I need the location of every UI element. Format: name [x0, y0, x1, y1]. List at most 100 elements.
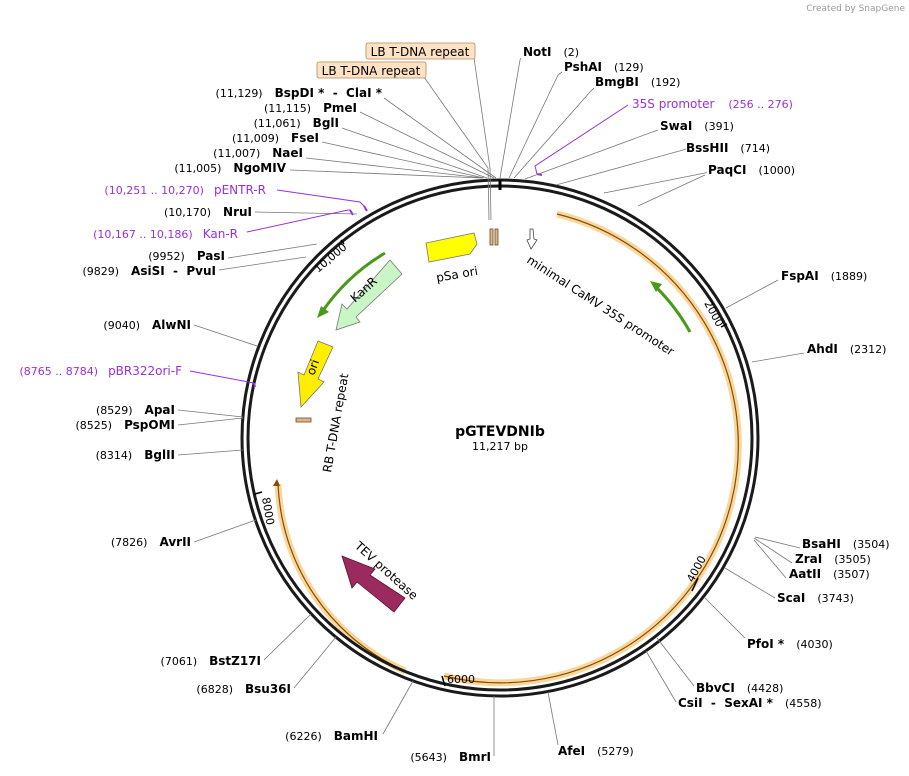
connector-ZraI [753, 537, 793, 564]
connector-primer-pENTR [276, 189, 365, 207]
connectors-right [499, 57, 805, 746]
lb-repeat-mark-2 [494, 228, 499, 246]
site-AatII: AatII(3507) [789, 567, 870, 581]
pSa-ori-label: pSa ori [435, 264, 479, 285]
connector-PmeI [359, 111, 495, 179]
site-PaqCI: PaqCI(1000) [708, 163, 795, 177]
site-PspOMI: (8525)PspOMI [75, 418, 175, 432]
connector-ScaI [724, 567, 776, 599]
site-BglI: (11,061)BglI [254, 116, 339, 130]
site-labels-left: (11,129)BspDI * - ClaI * (11,115)PmeI (1… [75, 86, 491, 764]
TEV-protease-arrow [341, 555, 406, 613]
primer-35S: 35S promoter(256 .. 276) [632, 97, 793, 111]
connector-PspOMI [177, 417, 244, 426]
connector-PaqCI-b [637, 174, 706, 207]
site-PshAI: PshAI(129) [564, 60, 644, 74]
lb-box-1-label: LB T-DNA repeat [371, 45, 470, 59]
site-PasI: (9952)PasI [148, 249, 225, 263]
tick-6000 [441, 675, 446, 687]
connectors-lb [423, 57, 492, 221]
primer-mark-pENTR [363, 205, 368, 212]
connector-AatII [753, 539, 787, 579]
connector-AlwNI [193, 324, 258, 347]
KanR-arrow [335, 259, 403, 331]
connector-AhdI [751, 352, 805, 363]
highlight-arcs-core [277, 213, 739, 684]
connector-PaqCI [603, 171, 708, 194]
connector-NruI [254, 211, 358, 215]
plasmid-name: pGTEVDNIb [455, 424, 545, 440]
connectors-left [177, 97, 497, 756]
site-BglII: (8314)BglII [96, 448, 175, 462]
connector-BamHI [382, 680, 414, 735]
site-AfeI: AfeI(5279) [558, 744, 634, 758]
site-AvrII: (7826)AvrII [111, 535, 191, 549]
site-BamHI: (6226)BamHI [285, 729, 378, 743]
connector-BsaHI [754, 536, 801, 549]
site-PmeI: (11,115)PmeI [264, 101, 357, 115]
connector-primer-KanR [246, 209, 350, 233]
connector-lb-1 [473, 57, 492, 221]
connector-AfeI [547, 691, 559, 746]
tick-10000 [340, 239, 345, 245]
connector-BglII [177, 449, 244, 456]
primer-mark-pBR322 [253, 382, 256, 388]
connector-NaeI [305, 157, 484, 179]
primer-labels: 35S promoter(256 .. 276) (10,251 .. 10,2… [20, 97, 793, 378]
highlight-arc-right-core [443, 213, 739, 684]
site-Bsu36I: (6828)Bsu36I [196, 682, 291, 696]
site-AlwNI: (9040)AlwNI [103, 318, 191, 332]
green-arrow-left-head [317, 306, 329, 318]
connector-ApaI [177, 409, 244, 418]
site-SwaI: SwaI(391) [660, 119, 734, 133]
site-BbvCI: BbvCI(4428) [696, 681, 783, 695]
ori-arrow [297, 340, 334, 408]
minimal-35S-arrow [526, 228, 538, 250]
green-arrow-left [320, 251, 386, 313]
connector-primer-pBR322 [189, 370, 255, 384]
connector-BstZ17I [263, 613, 312, 661]
site-BspDI-ClaI: (11,129)BspDI * - ClaI * [216, 86, 383, 100]
connector-PasI [227, 243, 318, 259]
primer-pENTR-R: (10,251 .. 10,270)pENTR-R [104, 183, 266, 197]
ticks [254, 239, 728, 687]
tick-label-6000: 6000 [447, 673, 475, 686]
site-FseI: (11,009)FseI [232, 131, 319, 145]
connector-BglI [341, 127, 488, 179]
connector-CsiI [645, 650, 677, 703]
lb-box-1 [365, 42, 476, 60]
credit-text: Created by SnapGene [806, 4, 905, 14]
connector-PshAI [508, 71, 563, 179]
rb-repeat-mark [295, 417, 312, 423]
lb-repeat-mark-1 [489, 228, 494, 246]
site-ScaI: ScaI(3743) [777, 591, 854, 605]
site-NotI: NotI(2) [523, 45, 579, 59]
connector-NgoMIV [289, 169, 483, 179]
site-CsiI-SexAI: CsiI - SexAI *(4558) [678, 696, 822, 710]
lb-box-2 [316, 61, 427, 79]
site-NgoMIV: (11,005)NgoMIV [174, 161, 286, 175]
green-arrow-right-head [650, 281, 662, 292]
site-NruI: (10,170)NruI [164, 205, 252, 219]
primer-Kan-R: (10,167 .. 10,186)Kan-R [93, 227, 238, 241]
minimal-35S-label: minimal CaMV 35S promoter [524, 253, 676, 359]
lb-box-2-label: LB T-DNA repeat [322, 64, 421, 78]
connectors-primers [189, 104, 629, 384]
connector-FspAI [725, 279, 779, 309]
connector-AvrII [193, 519, 257, 543]
connector-NotI [499, 57, 522, 179]
site-ApaI: (8529)ApaI [96, 403, 175, 417]
rb-repeat-label: RB T-DNA repeat [320, 372, 351, 473]
connector-BssHII [555, 148, 687, 186]
site-BstZ17I: (7061)BstZ17I [161, 654, 261, 668]
site-BmgBI: BmgBI(192) [595, 75, 680, 89]
site-BssHII: BssHII(714) [686, 141, 770, 155]
tick-2000 [720, 323, 728, 328]
site-ZraI: ZraI(3505) [795, 552, 871, 566]
connector-BbvCI [656, 637, 695, 687]
orange-arc-head-left [273, 479, 280, 486]
primer-pBR322ori-F: (8765 .. 8784)pBR322ori-F [20, 364, 183, 378]
connector-AsiSI [218, 256, 307, 271]
connector-BmgBI [513, 87, 595, 179]
